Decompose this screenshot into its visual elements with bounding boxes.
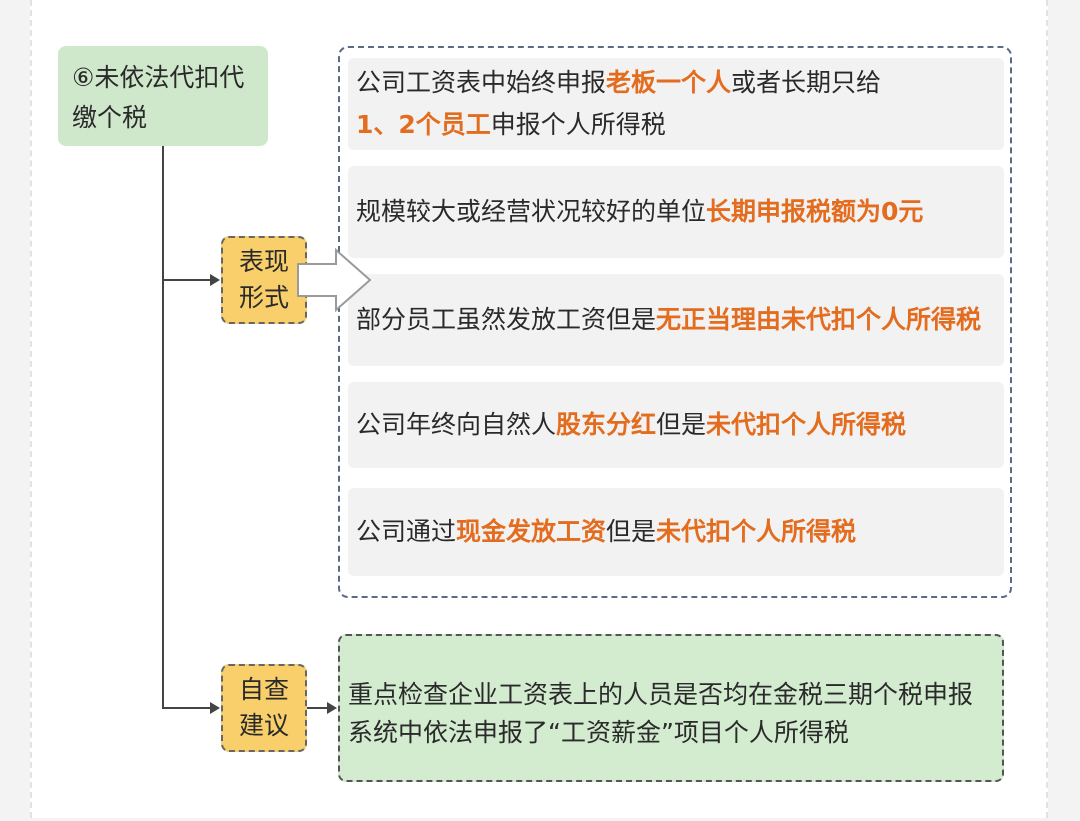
manifestation-item-5: 公司通过现金发放工资但是未代扣个人所得税 — [348, 488, 1004, 576]
root-topic-line1: ⑥未依法代扣代 — [72, 63, 245, 92]
item-4-highlight-a: 股东分红 — [556, 410, 657, 439]
node-manifestations: 表现 形式 — [221, 236, 307, 324]
item-4-text-a: 公司年终向自然人 — [356, 410, 557, 439]
item-2-text-a: 规模较大或经营状况较好的单位 — [356, 197, 707, 226]
item-2-highlight-a: 长期申报税额为0元 — [706, 197, 924, 226]
item-3-text-a: 部分员工虽然发放工资但是 — [356, 305, 657, 334]
manifestations-container — [338, 46, 1012, 598]
manifestation-item-1: 公司工资表中始终申报老板一个人或者长期只给 1、2个员工申报个人所得税 — [348, 58, 1004, 150]
root-topic-line2: 缴个税 — [72, 103, 148, 132]
branch-arrowhead-advice — [210, 702, 220, 714]
node-manifestations-line2: 形式 — [238, 283, 289, 312]
branch-arrowhead-forms — [210, 274, 220, 286]
manifestation-item-2: 规模较大或经营状况较好的单位长期申报税额为0元 — [348, 166, 1004, 258]
node-self-check-line1: 自查 — [238, 675, 289, 704]
self-check-advice-text: 重点检查企业工资表上的人员是否均在金税三期个税申报系统中依法申报了“工资薪金”项… — [348, 680, 974, 747]
manifestation-item-4: 公司年终向自然人股东分红但是未代扣个人所得税 — [348, 382, 1004, 468]
root-topic-box: ⑥未依法代扣代 缴个税 — [58, 46, 268, 146]
node-manifestations-line1: 表现 — [238, 247, 289, 276]
item-5-text-a: 公司通过 — [356, 517, 457, 546]
branch-connector-advice — [162, 707, 212, 709]
item-3-highlight-a: 无正当理由未代扣个人所得税 — [656, 305, 982, 334]
self-check-advice-box: 重点检查企业工资表上的人员是否均在金税三期个税申报系统中依法申报了“工资薪金”项… — [338, 634, 1004, 782]
item-4-text-b: 但是 — [656, 410, 707, 439]
item-5-highlight-a: 现金发放工资 — [456, 517, 607, 546]
item-1-text-a: 公司工资表中始终申报 — [356, 68, 607, 97]
item-5-highlight-b: 未代扣个人所得税 — [656, 517, 857, 546]
item-4-highlight-b: 未代扣个人所得税 — [706, 410, 907, 439]
node-self-check-line2: 建议 — [238, 711, 289, 740]
advice-arrowhead — [327, 702, 337, 714]
item-1-highlight-b: 1、2个员工 — [356, 110, 491, 139]
item-1-text-b: 或者长期只给 — [731, 68, 882, 97]
block-arrow-icon — [297, 248, 372, 312]
node-self-check: 自查 建议 — [221, 664, 307, 752]
advice-connector — [306, 707, 328, 709]
item-1-text-c: 申报个人所得税 — [490, 110, 666, 139]
trunk-connector — [162, 146, 164, 708]
item-5-text-b: 但是 — [606, 517, 657, 546]
item-1-highlight-a: 老板一个人 — [606, 68, 732, 97]
branch-connector-forms — [162, 279, 212, 281]
manifestation-item-3: 部分员工虽然发放工资但是无正当理由未代扣个人所得税 — [348, 274, 1004, 366]
